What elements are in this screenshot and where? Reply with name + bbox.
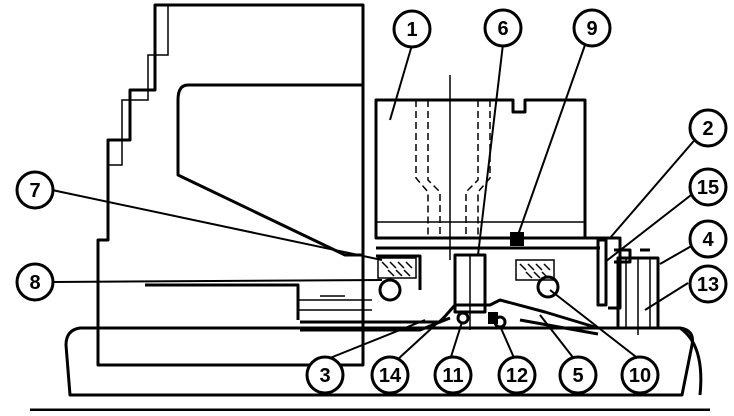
svg-text:10: 10 — [629, 365, 651, 387]
callout-12: 12 — [497, 355, 537, 395]
callout-14: 14 — [370, 355, 410, 395]
svg-text:5: 5 — [572, 365, 583, 387]
svg-text:12: 12 — [506, 365, 528, 387]
callout-9: 9 — [572, 8, 612, 48]
base-plate — [30, 326, 710, 412]
callout-6: 6 — [483, 8, 523, 48]
svg-text:1: 1 — [406, 19, 417, 41]
leader-lines — [51, 43, 706, 361]
callout-7: 7 — [15, 170, 55, 210]
svg-text:9: 9 — [586, 18, 597, 40]
inner-mechanism — [145, 246, 600, 330]
svg-text:11: 11 — [442, 365, 463, 387]
right-flange — [585, 236, 660, 335]
callout-1: 1 — [392, 9, 432, 49]
svg-text:6: 6 — [497, 18, 508, 40]
svg-text:8: 8 — [29, 272, 40, 294]
callout-10: 10 — [620, 355, 660, 395]
callout-13: 13 — [688, 264, 728, 304]
callout-4: 4 — [688, 219, 728, 259]
callout-2: 2 — [688, 108, 728, 148]
callout-8: 8 — [15, 262, 55, 302]
svg-text:7: 7 — [29, 180, 40, 202]
svg-text:2: 2 — [702, 118, 713, 140]
housing-body — [96, 3, 365, 367]
callout-11: 11 — [433, 355, 473, 395]
callout-15: 15 — [688, 167, 728, 207]
callout-3: 3 — [305, 355, 345, 395]
svg-text:3: 3 — [319, 365, 330, 387]
svg-text:4: 4 — [702, 229, 714, 251]
svg-text:13: 13 — [697, 274, 719, 296]
svg-text:14: 14 — [379, 365, 402, 387]
upper-block — [374, 75, 587, 260]
callout-5: 5 — [558, 355, 598, 395]
svg-text:15: 15 — [697, 177, 719, 199]
callouts: 1 6 9 2 15 4 13 7 8 3 14 11 12 5 10 — [15, 8, 728, 395]
